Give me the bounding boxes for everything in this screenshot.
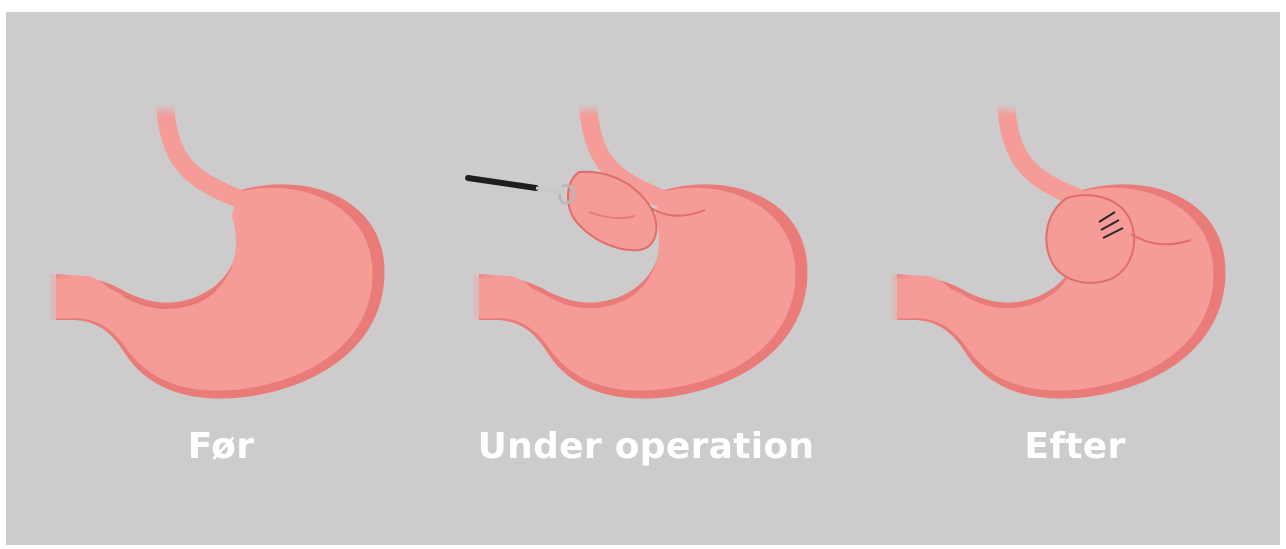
stomach-after [891,104,1225,399]
stomach-before [50,104,384,399]
label-before: Før [188,426,255,467]
label-during: Under operation [478,426,815,467]
label-after: Efter [1024,426,1125,467]
stomach-during [473,104,807,399]
diagram-canvas: Før Under operation Efter [6,12,1280,545]
laparoscopic-instrument [468,178,574,203]
